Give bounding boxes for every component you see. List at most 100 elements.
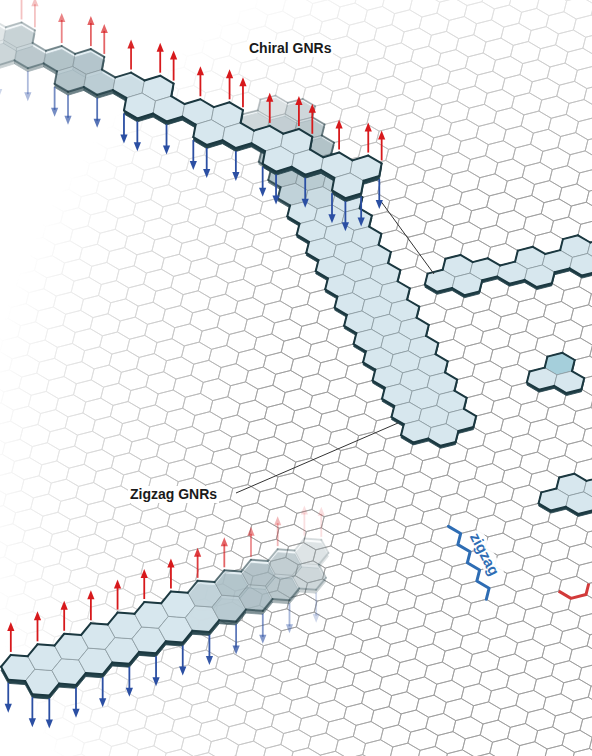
spin-arrows bbox=[5, 506, 325, 729]
ribbon-edge bbox=[283, 129, 299, 134]
ribbon-edge bbox=[426, 325, 429, 336]
hexagon-cell bbox=[193, 120, 225, 145]
sheet-ribbons bbox=[240, 96, 592, 517]
ribbon-edge bbox=[68, 87, 84, 92]
ribbon-edge bbox=[379, 163, 381, 176]
spin-arrow bbox=[143, 576, 145, 599]
spin-arrowhead bbox=[226, 69, 233, 78]
ribbon-edge bbox=[0, 19, 6, 27]
spin-arrowhead bbox=[190, 161, 197, 170]
spin-arrowhead bbox=[51, 108, 58, 117]
ribbon-edge bbox=[479, 280, 482, 291]
ribbon-edge bbox=[425, 224, 592, 295]
ribbon-edge bbox=[113, 90, 126, 98]
spin-arrowhead bbox=[29, 718, 36, 727]
ribbon-edge bbox=[373, 370, 376, 381]
ribbon-edge bbox=[473, 258, 488, 262]
spin-arrow bbox=[277, 523, 279, 546]
spin-arrowhead bbox=[114, 580, 121, 589]
ribbon-edge bbox=[500, 262, 515, 266]
spin-arrow bbox=[360, 196, 362, 219]
ribbon-edge bbox=[28, 63, 44, 68]
ribbon-edge bbox=[572, 371, 584, 378]
ribbon-edge bbox=[166, 641, 183, 642]
ribbon-edge bbox=[316, 260, 319, 271]
ribbon-edge bbox=[428, 439, 440, 446]
zigzag-sheet-ribbon bbox=[240, 96, 476, 449]
ribbon-edge bbox=[552, 272, 555, 283]
ribbon-edge bbox=[287, 205, 290, 216]
spin-arrowhead bbox=[163, 145, 170, 154]
ribbon-edge bbox=[299, 129, 312, 137]
ribbon-edge bbox=[243, 110, 258, 114]
ribbon-edge bbox=[278, 198, 290, 205]
ribbon-edge bbox=[574, 474, 586, 481]
ribbon-edge bbox=[426, 336, 438, 343]
ribbon-edge bbox=[527, 353, 584, 393]
ribbon-edge bbox=[413, 439, 428, 443]
spin-arrowhead bbox=[0, 89, 2, 98]
ribbon-edge bbox=[545, 357, 548, 368]
spin-arrow bbox=[235, 624, 237, 647]
ribbon-edge bbox=[219, 620, 236, 621]
spin-arrowhead bbox=[313, 614, 320, 623]
ribbon-edge bbox=[1, 539, 328, 696]
ribbon-edge bbox=[0, 19, 382, 198]
spin-arrow bbox=[304, 178, 306, 201]
ribbon-edge bbox=[275, 96, 287, 103]
ribbon-edge bbox=[33, 43, 46, 51]
spin-arrow bbox=[123, 113, 125, 136]
ribbon-edge bbox=[76, 673, 86, 685]
ribbon-edge bbox=[268, 549, 278, 561]
hexagon-cell bbox=[292, 563, 326, 589]
ribbon-edge bbox=[8, 680, 25, 681]
ribbon-edge bbox=[316, 578, 326, 590]
ribbon-edge bbox=[222, 140, 235, 148]
spin-arrow bbox=[250, 534, 252, 557]
spin-arrowhead bbox=[157, 43, 164, 52]
ribbon-edge bbox=[435, 354, 447, 361]
ribbon-edge bbox=[316, 271, 328, 278]
hexagon-cell bbox=[332, 173, 364, 198]
spin-arrow bbox=[96, 98, 98, 121]
hexagon-cell bbox=[55, 66, 87, 91]
ribbon-edge bbox=[287, 216, 299, 223]
spin-arrow bbox=[27, 71, 29, 94]
ribbon-edge bbox=[91, 49, 104, 57]
spin-arrowhead bbox=[358, 217, 365, 226]
spin-arrow bbox=[34, 4, 36, 27]
ribbon-edge bbox=[32, 694, 49, 695]
ribbon-edge bbox=[398, 281, 410, 288]
spin-arrowhead bbox=[7, 622, 14, 631]
hexagon-cell bbox=[124, 93, 156, 118]
spin-arrow bbox=[378, 179, 380, 202]
ribbon-edge bbox=[321, 170, 334, 178]
spin-arrow bbox=[338, 126, 340, 149]
ribbon-edge bbox=[131, 73, 144, 81]
ribbon-edge bbox=[193, 137, 206, 145]
ribbon-edge bbox=[441, 442, 456, 446]
hexagon-cell bbox=[222, 123, 254, 148]
hexagon-cell bbox=[425, 270, 455, 292]
ribbon-edge bbox=[541, 489, 556, 493]
spin-arrow bbox=[315, 593, 317, 616]
ribbon-edge bbox=[537, 283, 552, 287]
ribbon-edge bbox=[527, 383, 539, 390]
ribbon-edge bbox=[289, 588, 299, 600]
ribbon-edge bbox=[319, 565, 326, 578]
spin-arrowhead bbox=[87, 590, 94, 599]
spin-arrows bbox=[0, 0, 385, 231]
ribbon-edge bbox=[236, 143, 252, 148]
spin-arrowhead bbox=[295, 96, 302, 105]
ribbon-edge bbox=[435, 343, 438, 354]
spin-arrow bbox=[182, 646, 184, 669]
spin-arrow bbox=[10, 629, 12, 652]
spin-arrow bbox=[235, 151, 237, 174]
ribbon-edge bbox=[129, 652, 139, 664]
ribbon-edge bbox=[578, 235, 590, 242]
hexagon-cell bbox=[428, 424, 458, 446]
ribbon-edge bbox=[339, 152, 352, 160]
ribbon-edge bbox=[102, 70, 115, 78]
ribbon-edge bbox=[270, 126, 283, 134]
ribbon-edge bbox=[352, 156, 368, 161]
